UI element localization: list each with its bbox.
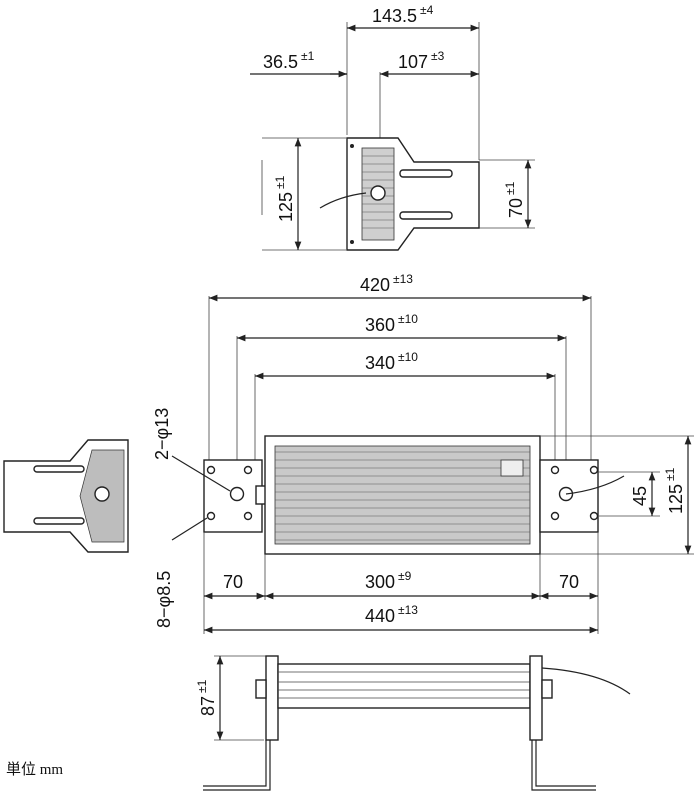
dim-87: 87±1	[195, 679, 218, 716]
dim-36-5: 36.5±1	[263, 49, 315, 72]
dim-125-front: 125±1	[663, 467, 686, 514]
dim-70-side: 70±1	[503, 181, 526, 218]
front-view: 420±13 360±10 340±10	[3, 272, 694, 634]
dim-70-right: 70	[559, 572, 579, 592]
dim-107: 107±3	[398, 49, 445, 72]
dim-420: 420±13	[360, 272, 413, 295]
dim-45: 45	[630, 486, 650, 506]
dim-360: 360±10	[365, 312, 418, 335]
bottom-view: 87±1	[195, 655, 631, 791]
callout-2-phi13: 2−φ13	[152, 408, 172, 460]
unit-label: 単位 mm	[6, 761, 63, 778]
callout-8-phi8-5: 8−φ8.5	[154, 571, 174, 628]
side-view: 143.5±4 36.5±1 107±3 125±1 70±1	[250, 3, 535, 251]
dim-300: 300±9	[365, 569, 412, 592]
dim-143-5: 143.5±4	[372, 3, 434, 26]
dim-440: 440±13	[365, 603, 418, 626]
dim-340: 340±10	[365, 350, 418, 373]
dim-70-left: 70	[223, 572, 243, 592]
dim-125-side: 125±1	[273, 175, 296, 222]
